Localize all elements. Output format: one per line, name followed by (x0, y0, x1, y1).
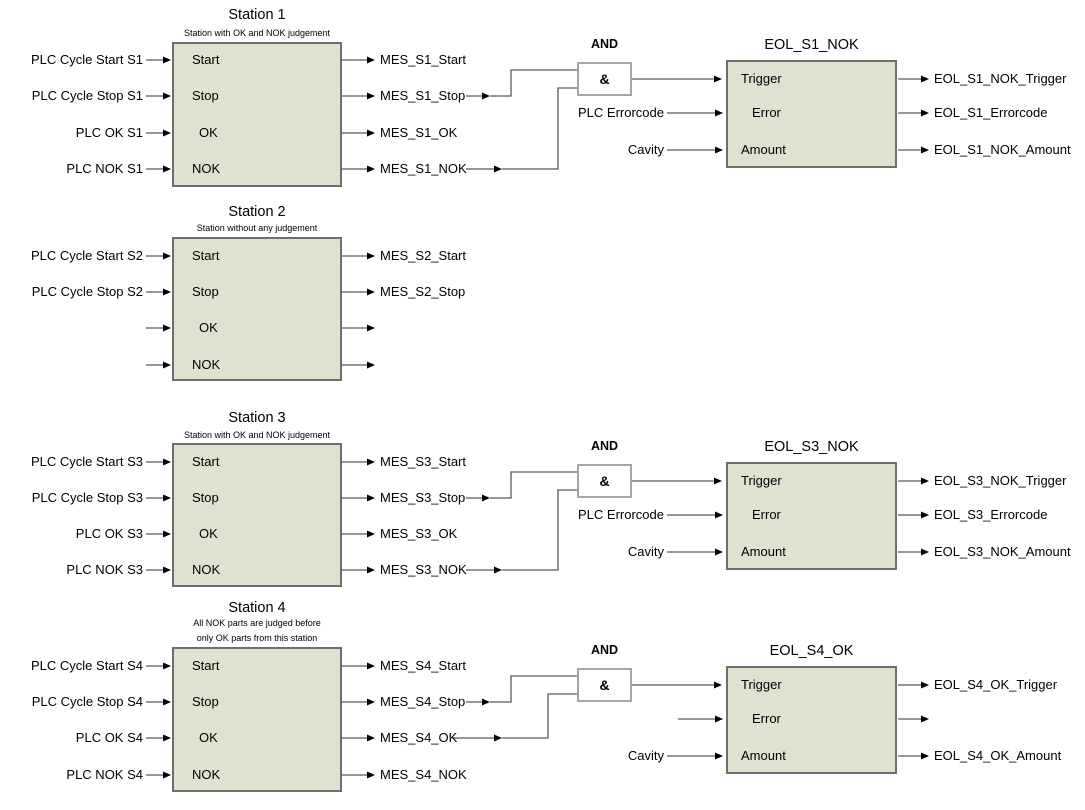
station-subtitle: Station without any judgement (196, 223, 318, 233)
and-gate-box: & (577, 668, 632, 702)
wire-lines (146, 59, 921, 776)
eol-port-label-error: Error (752, 105, 781, 120)
eol-input-label: Cavity (627, 544, 664, 559)
port-label-stop: Stop (192, 694, 219, 709)
output-signal-label: MES_S4_NOK (380, 767, 467, 782)
station-subtitle: Station with OK and NOK judgement (183, 28, 331, 38)
eol-input-label: PLC Errorcode (578, 105, 664, 120)
port-label-stop: Stop (192, 88, 219, 103)
port-label-ok: OK (199, 320, 218, 335)
eol-block (726, 666, 897, 774)
input-signal-label: PLC Cycle Stop S3 (31, 490, 143, 505)
output-signal-label: MES_S3_OK (380, 526, 458, 541)
eol-input-label: Cavity (627, 142, 664, 157)
station-block (172, 42, 342, 187)
input-signal-label: PLC NOK S1 (66, 161, 143, 176)
eol-output-label: EOL_S1_Errorcode (934, 105, 1048, 120)
port-label-nok: NOK (192, 767, 221, 782)
eol-output-label: EOL_S3_NOK_Amount (934, 544, 1071, 559)
port-label-nok: NOK (192, 161, 221, 176)
and-gate-symbol: & (599, 473, 610, 489)
eol-block-title: EOL_S3_NOK (764, 439, 859, 455)
eol-output-label: EOL_S4_OK_Amount (934, 748, 1062, 763)
and-gate-label: AND (590, 439, 619, 453)
station-title: Station 3 (228, 410, 286, 426)
output-signal-label: MES_S2_Start (380, 248, 466, 263)
eol-output-label: EOL_S1_NOK_Amount (934, 142, 1071, 157)
output-signal-label: MES_S4_OK (380, 730, 458, 745)
input-signal-label: PLC OK S1 (75, 125, 143, 140)
port-label-nok: NOK (192, 357, 221, 372)
station-block (172, 647, 342, 792)
eol-port-label-trigger: Trigger (741, 71, 782, 86)
port-label-nok: NOK (192, 562, 221, 577)
input-signal-label: PLC Cycle Stop S1 (31, 88, 143, 103)
station-title: Station 4 (228, 600, 286, 616)
input-signal-label: PLC Cycle Start S1 (31, 52, 143, 67)
station-block (172, 443, 342, 587)
output-signal-label: MES_S1_NOK (380, 161, 467, 176)
port-label-start: Start (192, 658, 220, 673)
input-signal-label: PLC Cycle Stop S4 (31, 694, 143, 709)
station-subtitle: Station with OK and NOK judgement (183, 430, 331, 440)
station-subtitle: All NOK parts are judged before (193, 618, 321, 628)
and-gate-symbol: & (599, 71, 610, 87)
port-label-start: Start (192, 248, 220, 263)
input-signal-label: PLC Cycle Stop S2 (31, 284, 143, 299)
port-label-stop: Stop (192, 284, 219, 299)
eol-input-label: PLC Errorcode (578, 507, 664, 522)
input-signal-label: PLC NOK S3 (66, 562, 143, 577)
and-gate-label: AND (590, 643, 619, 657)
input-signal-label: PLC NOK S4 (66, 767, 143, 782)
eol-output-label: EOL_S3_Errorcode (934, 507, 1048, 522)
port-label-ok: OK (199, 730, 218, 745)
input-signal-label: PLC Cycle Start S4 (31, 658, 143, 673)
output-signal-label: MES_S3_Start (380, 454, 466, 469)
eol-output-label: EOL_S1_NOK_Trigger (934, 71, 1067, 86)
station-title: Station 2 (228, 204, 286, 220)
input-signal-label: PLC Cycle Start S3 (31, 454, 143, 469)
input-signal-label: PLC OK S3 (75, 526, 143, 541)
eol-port-label-amount: Amount (741, 142, 786, 157)
eol-port-label-error: Error (752, 507, 781, 522)
port-label-stop: Stop (192, 490, 219, 505)
station-subtitle: only OK parts from this station (196, 633, 318, 643)
and-gate-box: & (577, 62, 632, 96)
station-block (172, 237, 342, 381)
eol-port-label-amount: Amount (741, 748, 786, 763)
input-signal-label: PLC Cycle Start S2 (31, 248, 143, 263)
port-label-start: Start (192, 52, 220, 67)
port-label-start: Start (192, 454, 220, 469)
eol-port-label-error: Error (752, 711, 781, 726)
station-title: Station 1 (228, 7, 286, 23)
output-signal-label: MES_S2_Stop (380, 284, 466, 299)
and-gate-label: AND (590, 37, 619, 51)
output-signal-label: MES_S1_Start (380, 52, 466, 67)
eol-input-label: Cavity (627, 748, 664, 763)
output-signal-label: MES_S3_Stop (380, 490, 466, 505)
output-signal-label: MES_S3_NOK (380, 562, 467, 577)
output-signal-label: MES_S4_Start (380, 658, 466, 673)
port-label-ok: OK (199, 125, 218, 140)
port-label-ok: OK (199, 526, 218, 541)
input-signal-label: PLC OK S4 (75, 730, 143, 745)
eol-block (726, 60, 897, 168)
and-gate-symbol: & (599, 677, 610, 693)
eol-port-label-trigger: Trigger (741, 677, 782, 692)
eol-block-title: EOL_S1_NOK (764, 37, 859, 53)
eol-output-label: EOL_S4_OK_Trigger (934, 677, 1058, 692)
output-signal-label: MES_S4_Stop (380, 694, 466, 709)
and-gate-box: & (577, 464, 632, 498)
eol-block-title: EOL_S4_OK (769, 643, 854, 659)
eol-block (726, 462, 897, 570)
output-signal-label: MES_S1_OK (380, 125, 458, 140)
eol-port-label-trigger: Trigger (741, 473, 782, 488)
eol-port-label-amount: Amount (741, 544, 786, 559)
output-signal-label: MES_S1_Stop (380, 88, 466, 103)
eol-output-label: EOL_S3_NOK_Trigger (934, 473, 1067, 488)
